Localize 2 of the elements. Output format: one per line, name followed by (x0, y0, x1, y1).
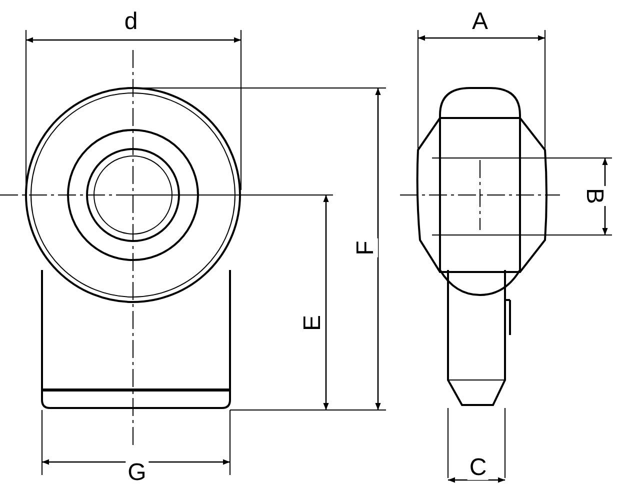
dimension-label: C (467, 456, 489, 480)
dimension-label: F (354, 238, 378, 258)
